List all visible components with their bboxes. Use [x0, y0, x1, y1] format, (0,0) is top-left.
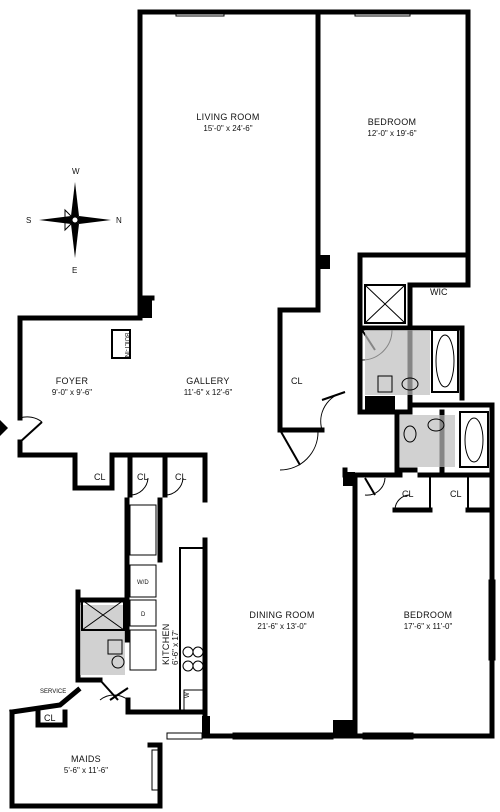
foyer-dim: 9'-0" x 9'-6"	[52, 388, 92, 397]
closet-labels: CL CL CL CL CL CL CL WIC BUILT-IN SERVIC…	[40, 287, 462, 723]
dishwasher-label: D	[141, 612, 146, 618]
closet-label-gallery: CL	[291, 376, 303, 386]
gallery-name: GALLERY	[186, 376, 229, 386]
bedroom-1-name: BEDROOM	[368, 117, 417, 127]
kitchen-dim: 6'-6" x 17'	[171, 630, 180, 665]
room-labels: LIVING ROOM 15'-0" x 24'-6" BEDROOM 12'-…	[52, 112, 453, 775]
bedroom-2-dim: 17'-6" x 11'-0"	[404, 622, 453, 631]
compass-east-label: E	[72, 266, 77, 275]
maids-dim: 5'-6" x 11'-6"	[64, 766, 108, 775]
washer-dryer-label: W/D	[137, 580, 149, 586]
living-room-name: LIVING ROOM	[196, 112, 259, 122]
living-room-dim: 15'-0" x 24'-6"	[203, 124, 252, 133]
built-in-label: BUILT-IN	[123, 333, 129, 357]
closet-label-foyer: CL	[94, 472, 106, 482]
columns	[140, 255, 395, 738]
compass-rose: W E S N	[26, 167, 122, 275]
washer-label: W	[185, 692, 191, 698]
kitchen-name: KITCHEN	[161, 623, 171, 665]
closet-label-hall-2: CL	[175, 472, 187, 482]
fixtures	[80, 284, 489, 714]
closet-label-bedroom-a: CL	[402, 489, 414, 499]
closet-label-bedroom-b: CL	[450, 489, 462, 499]
compass-north-label: N	[116, 216, 122, 225]
foyer-name: FOYER	[56, 376, 89, 386]
entry-arrow-icon	[0, 420, 8, 436]
compass-south-label: S	[26, 216, 31, 225]
service-label: SERVICE	[40, 689, 66, 695]
walk-in-closet-label: WIC	[430, 287, 448, 297]
gallery-dim: 11'-6" x 12'-6"	[184, 388, 233, 397]
closet-label-maids: CL	[44, 713, 56, 723]
closet-label-hall-1: CL	[137, 472, 149, 482]
compass-west-label: W	[72, 167, 80, 176]
dining-room-dim: 21'-6" x 13'-0"	[257, 622, 306, 631]
bedroom-2-name: BEDROOM	[404, 610, 453, 620]
maids-name: MAIDS	[71, 754, 101, 764]
dining-room-name: DINING ROOM	[249, 610, 314, 620]
bedroom-1-dim: 12'-0" x 19'-6"	[367, 129, 416, 138]
